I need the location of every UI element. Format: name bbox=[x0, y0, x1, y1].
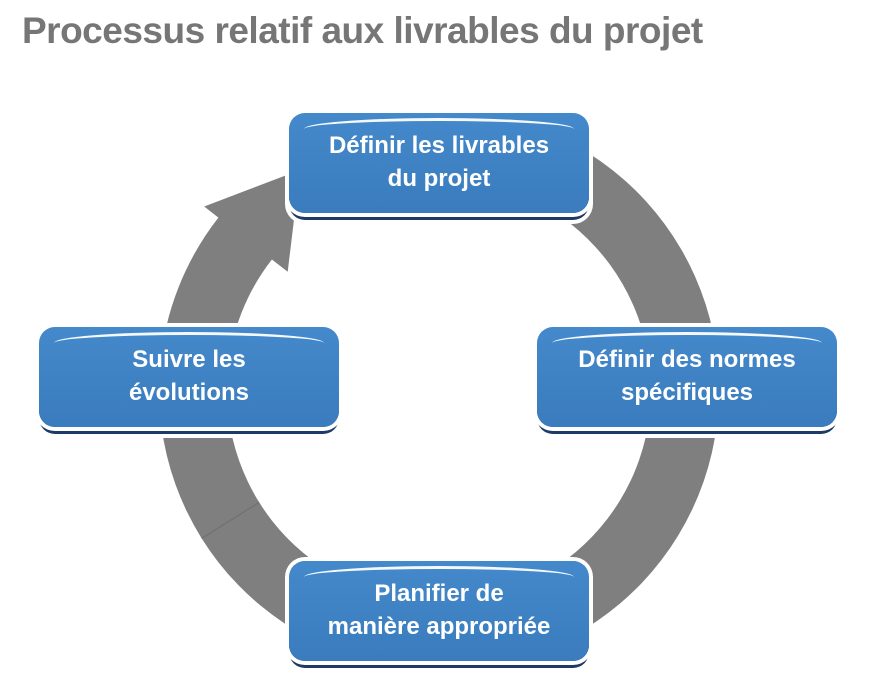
step-box-definir-livrables: Définir les livrables du projet bbox=[289, 113, 589, 220]
step-box-face: Définir les livrables du projet bbox=[289, 113, 589, 213]
gloss-highlight bbox=[552, 332, 822, 346]
step-box-face: Planifier de manière appropriée bbox=[289, 561, 589, 661]
step-label-line1: Planifier de bbox=[374, 580, 504, 607]
cycle-arrow-head bbox=[160, 170, 300, 372]
step-box-normes-specifiques: Définir des normes spécifiques bbox=[537, 327, 837, 434]
step-box-planifier: Planifier de manière appropriée bbox=[289, 561, 589, 668]
page-title: Processus relatif aux livrables du proje… bbox=[22, 10, 703, 51]
step-label-line2: spécifiques bbox=[620, 379, 754, 406]
step-label: Planifier de manière appropriée bbox=[328, 577, 551, 645]
step-box-suivre-evolutions: Suivre les évolutions bbox=[39, 327, 339, 434]
ring-segment-seam bbox=[201, 501, 260, 540]
step-label-line2: manière appropriée bbox=[327, 613, 551, 640]
step-box-face: Définir des normes spécifiques bbox=[537, 327, 837, 427]
step-label: Suivre les évolutions bbox=[129, 343, 249, 411]
gloss-highlight bbox=[304, 566, 574, 580]
step-label: Définir des normes spécifiques bbox=[578, 343, 795, 411]
gloss-highlight bbox=[54, 332, 324, 346]
gloss-highlight bbox=[304, 118, 574, 132]
step-label-line2: évolutions bbox=[128, 379, 249, 406]
step-label-line1: Suivre les bbox=[132, 346, 246, 373]
step-box-face: Suivre les évolutions bbox=[39, 327, 339, 427]
step-label-line1: Définir les livrables bbox=[328, 132, 550, 159]
step-label-line1: Définir des normes bbox=[578, 346, 796, 373]
step-label-line2: du projet bbox=[387, 165, 491, 192]
step-label: Définir les livrables du projet bbox=[329, 129, 549, 197]
